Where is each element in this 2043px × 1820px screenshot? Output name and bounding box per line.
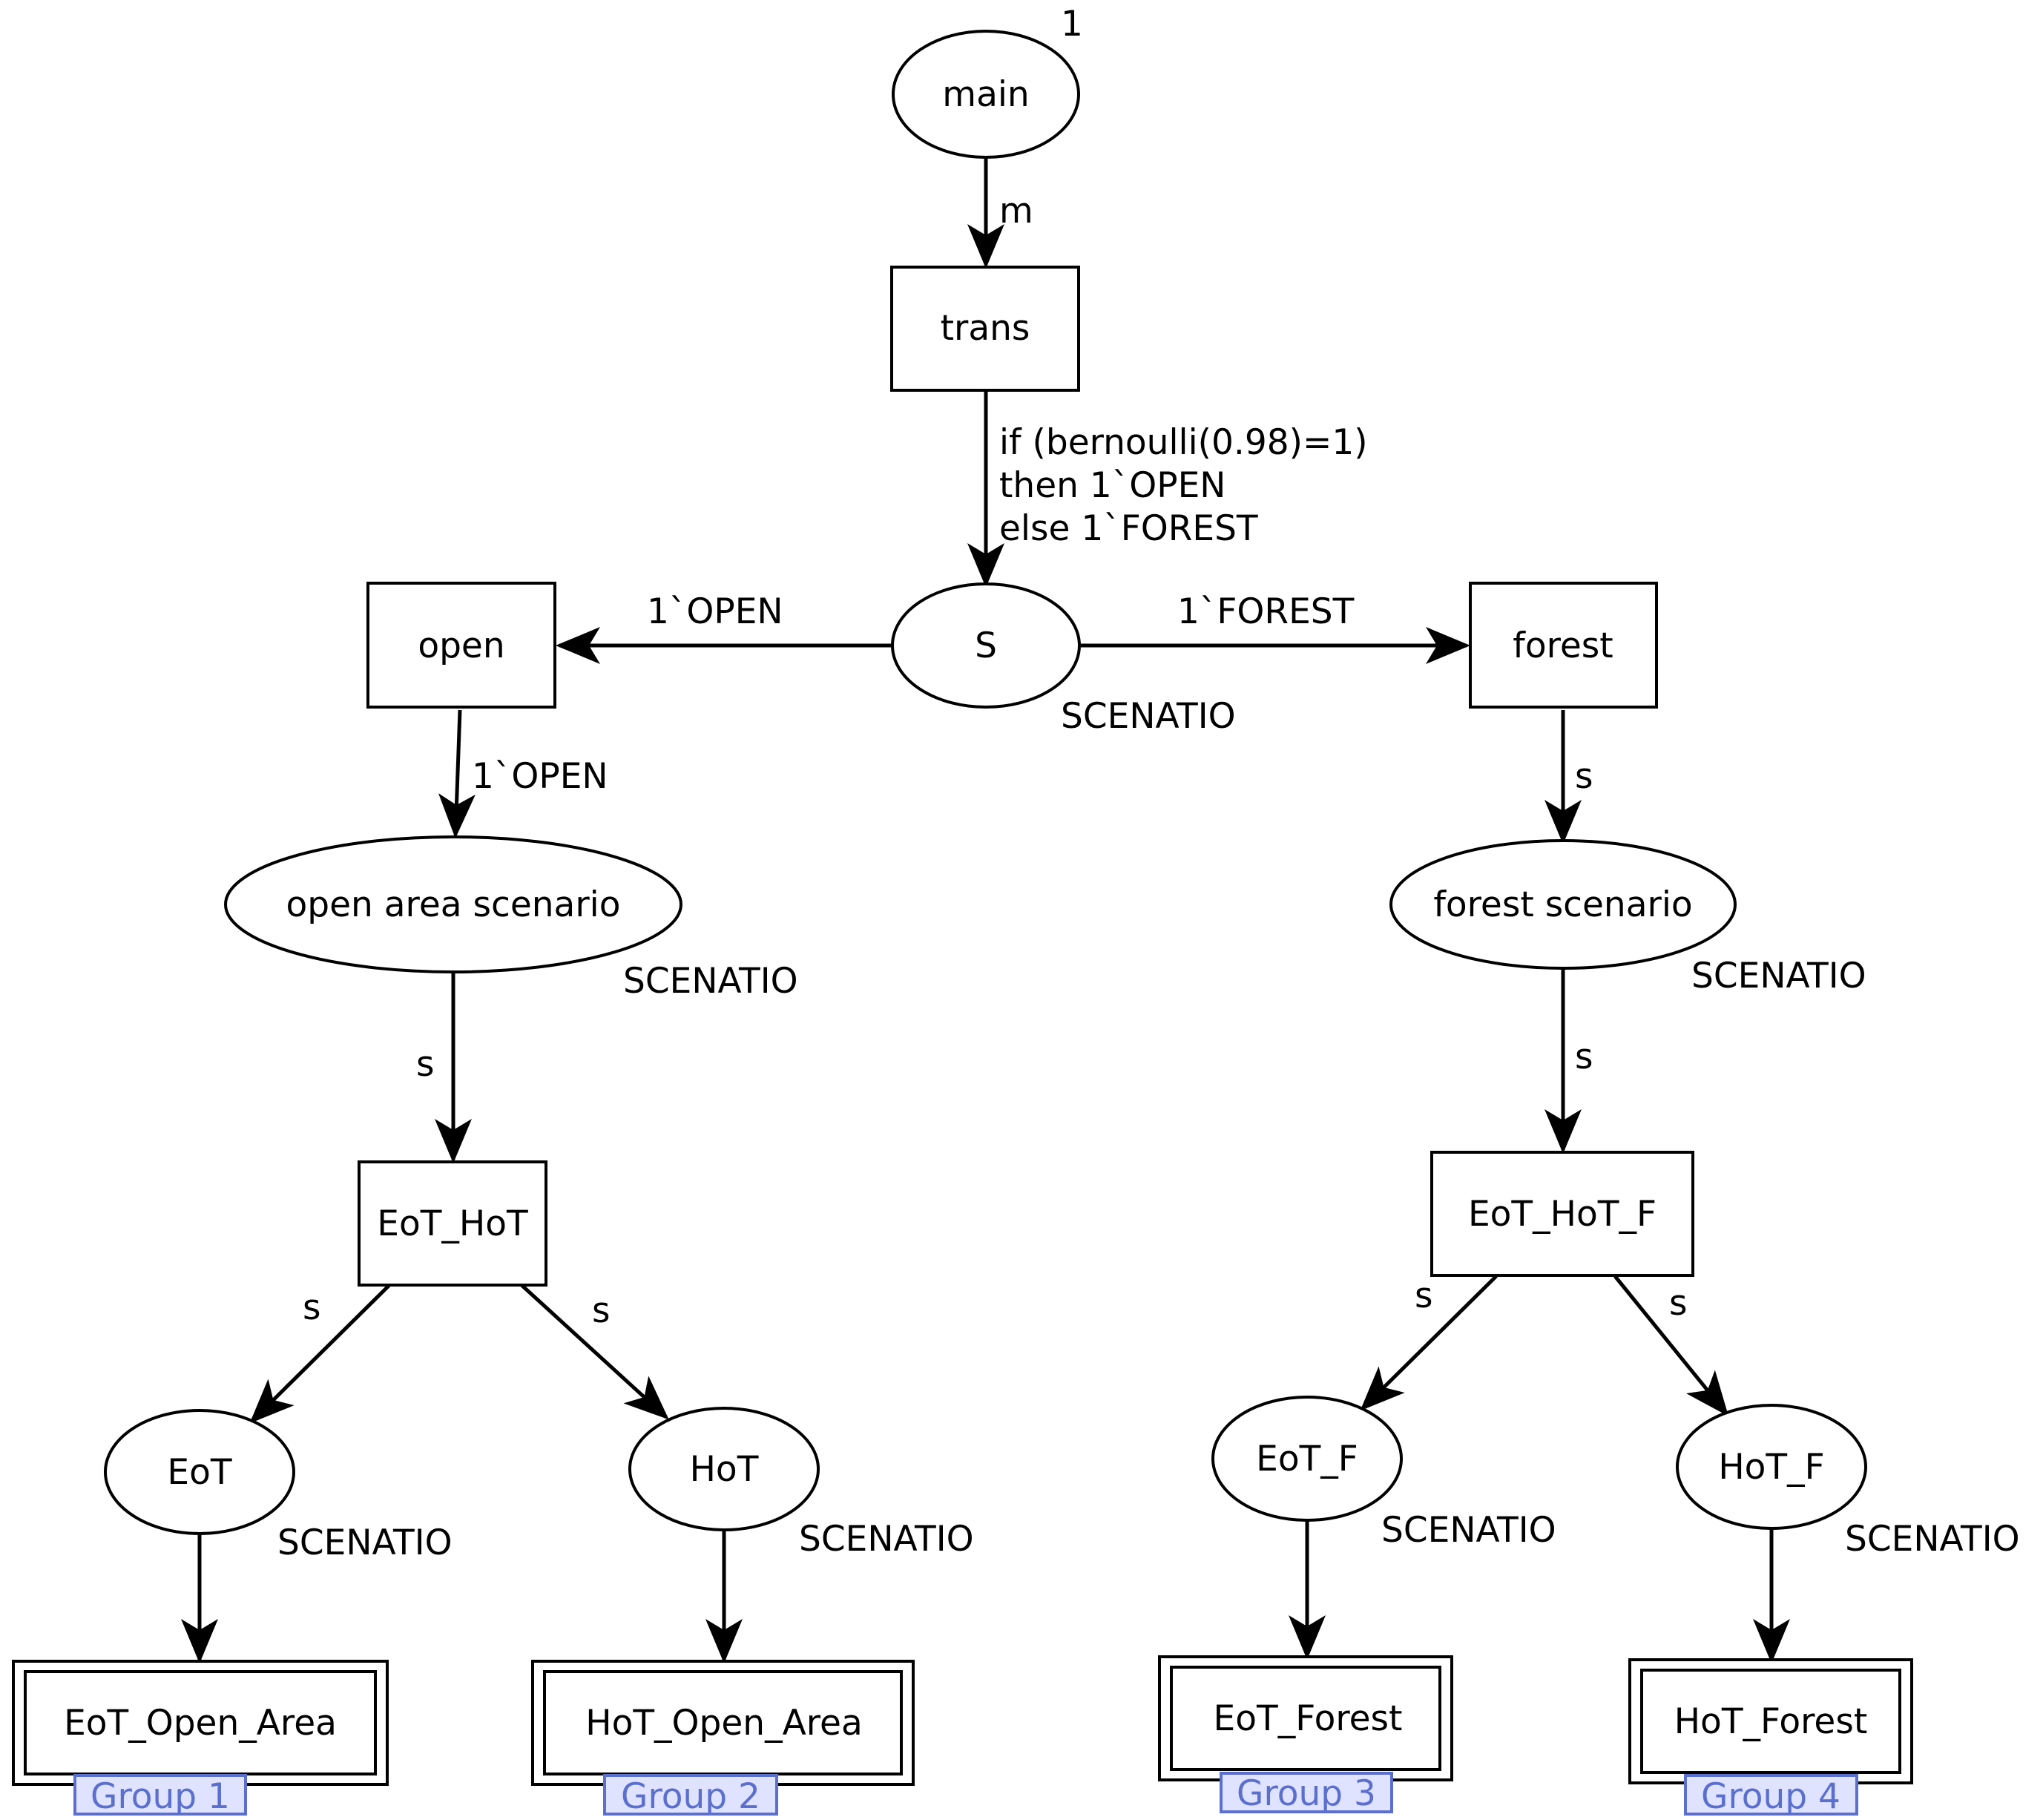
subst-hot-forest-label: HoT_Forest bbox=[1674, 1701, 1868, 1742]
place-main[interactable]: main 1 bbox=[892, 4, 1083, 159]
transition-eot-hot-label: EoT_HoT bbox=[377, 1203, 528, 1244]
inscription-eothot-eot: s bbox=[303, 1287, 321, 1328]
inscription-forest-fs: s bbox=[1575, 756, 1593, 797]
subst-tag-group4[interactable]: Group 4 bbox=[1701, 1776, 1840, 1817]
transition-eot-hot-f-label: EoT_HoT_F bbox=[1468, 1194, 1657, 1235]
place-eot-label: EoT bbox=[167, 1452, 231, 1493]
inscription-eothotf-eotf: s bbox=[1415, 1275, 1433, 1316]
subst-tag-group3-box bbox=[1220, 1772, 1393, 1813]
place-s[interactable]: S SCENATIO bbox=[891, 582, 1236, 737]
place-eot-f[interactable]: EoT_F SCENATIO bbox=[1211, 1396, 1556, 1551]
place-open-area-scenario[interactable]: open area scenario SCENATIO bbox=[224, 835, 798, 1002]
arcs bbox=[181, 159, 1790, 1663]
place-forest-scenario-label: forest scenario bbox=[1433, 884, 1692, 925]
place-eot-f-label: EoT_F bbox=[1256, 1439, 1358, 1479]
transition-trans[interactable]: trans bbox=[890, 266, 1080, 392]
inscription-s-open: 1`OPEN bbox=[647, 591, 783, 632]
transition-eot-hot-f[interactable]: EoT_HoT_F bbox=[1430, 1151, 1694, 1277]
inscription-open-oas: 1`OPEN bbox=[472, 756, 608, 797]
place-hot[interactable]: HoT SCENATIO bbox=[628, 1407, 974, 1560]
transition-eot-hot[interactable]: EoT_HoT bbox=[358, 1160, 547, 1287]
place-hot-f-label: HoT_F bbox=[1718, 1447, 1824, 1488]
subst-eot-open-area-label: EoT_Open_Area bbox=[64, 1703, 337, 1744]
inscription-fs-eothotf: s bbox=[1575, 1037, 1593, 1077]
inscription-trans-s-line3: else 1`FOREST bbox=[999, 508, 1258, 549]
arc-eothot-hot bbox=[520, 1284, 669, 1420]
place-hot-f-type: SCENATIO bbox=[1845, 1519, 2020, 1560]
arc-eothotf-hotf bbox=[1613, 1275, 1729, 1416]
arc-eothotf-eotf bbox=[1360, 1275, 1498, 1411]
place-main-label: main bbox=[942, 74, 1029, 115]
subst-tag-group1-box bbox=[73, 1774, 247, 1816]
place-hot-label: HoT bbox=[690, 1449, 759, 1490]
place-forest-scenario-type: SCENATIO bbox=[1691, 956, 1866, 996]
arc-open-oas bbox=[438, 709, 476, 838]
subst-eot-forest-label: EoT_Forest bbox=[1214, 1698, 1403, 1739]
subst-hot-open-area-label: HoT_Open_Area bbox=[585, 1703, 863, 1744]
transition-open-label: open bbox=[418, 625, 504, 666]
subst-tag-group3[interactable]: Group 3 bbox=[1237, 1773, 1376, 1814]
subst-tag-group2[interactable]: Group 2 bbox=[621, 1776, 760, 1817]
place-eot-type: SCENATIO bbox=[277, 1522, 453, 1563]
place-main-marking: 1 bbox=[1061, 4, 1083, 45]
inscription-trans-s-line1: if (bernoulli(0.98)=1) bbox=[999, 422, 1368, 463]
subst-tag-group2-box bbox=[603, 1774, 778, 1816]
transition-open[interactable]: open bbox=[366, 582, 556, 709]
place-s-label: S bbox=[975, 625, 997, 666]
subst-eot-open-area[interactable]: EoT_Open_Area Group 1 bbox=[12, 1660, 389, 1817]
inscription-eothotf-hotf: s bbox=[1669, 1283, 1688, 1324]
place-open-area-scenario-label: open area scenario bbox=[286, 884, 621, 925]
inscription-trans-s-line2: then 1`OPEN bbox=[999, 465, 1226, 506]
subst-hot-open-area[interactable]: HoT_Open_Area Group 2 bbox=[531, 1660, 915, 1817]
subst-eot-forest[interactable]: EoT_Forest Group 3 bbox=[1158, 1655, 1453, 1814]
place-s-type: SCENATIO bbox=[1061, 696, 1236, 737]
arc-inscriptions: m if (bernoulli(0.98)=1) then 1`OPEN els… bbox=[303, 191, 1688, 1331]
transition-trans-label: trans bbox=[941, 308, 1030, 349]
subst-hot-forest[interactable]: HoT_Forest Group 4 bbox=[1628, 1658, 1913, 1817]
transition-forest-label: forest bbox=[1513, 625, 1613, 666]
place-eot-f-type: SCENATIO bbox=[1381, 1510, 1556, 1551]
inscription-oas-eothot: s bbox=[416, 1044, 435, 1085]
inscription-main-trans: m bbox=[999, 191, 1033, 231]
place-open-area-scenario-type: SCENATIO bbox=[623, 961, 798, 1002]
arc-eothot-eot bbox=[249, 1284, 391, 1424]
place-forest-scenario[interactable]: forest scenario SCENATIO bbox=[1389, 839, 1866, 996]
transition-forest[interactable]: forest bbox=[1469, 582, 1658, 709]
place-eot[interactable]: EoT SCENATIO bbox=[104, 1409, 453, 1563]
subst-tag-group4-box bbox=[1684, 1774, 1858, 1816]
place-hot-f[interactable]: HoT_F SCENATIO bbox=[1676, 1404, 2020, 1560]
subst-tag-group1[interactable]: Group 1 bbox=[91, 1776, 230, 1817]
inscription-s-forest: 1`FOREST bbox=[1177, 591, 1355, 632]
inscription-eothot-hot: s bbox=[592, 1290, 611, 1331]
place-hot-type: SCENATIO bbox=[799, 1519, 974, 1560]
